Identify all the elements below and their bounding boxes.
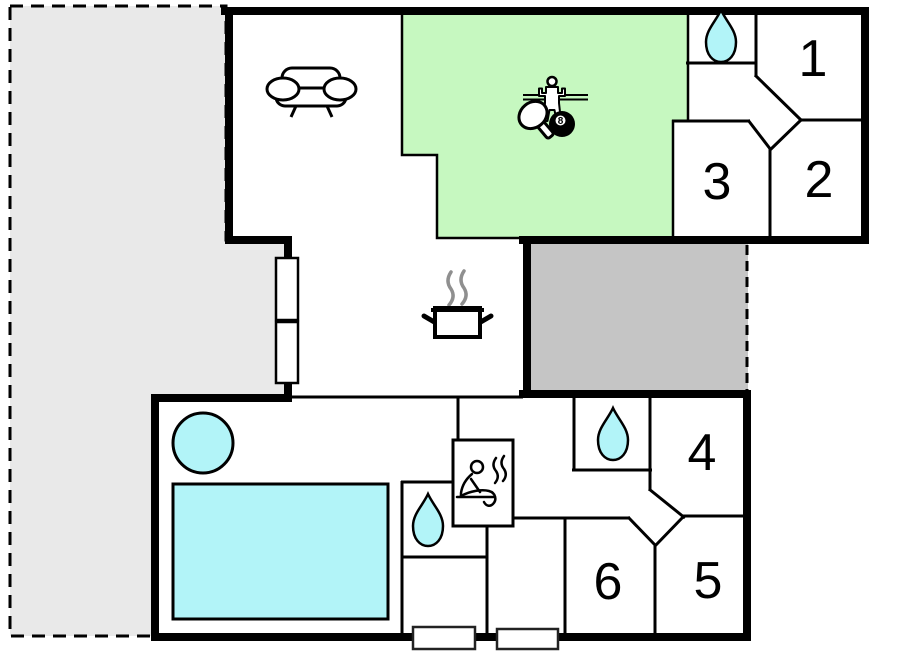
window: [274, 256, 300, 322]
room-6-label: 6: [594, 553, 623, 611]
annex-area: [523, 240, 748, 392]
room-2-label: 2: [805, 151, 834, 209]
interior-walls-lower: [292, 394, 747, 639]
table-tennis-paddle-icon: [517, 99, 555, 140]
cooking-pot-icon: [421, 269, 494, 339]
billiard-8-ball-icon: 8: [549, 111, 575, 137]
room-5-label: 5: [694, 552, 723, 610]
window: [274, 320, 300, 385]
hot-tub: [171, 411, 235, 475]
sofa-icon: [265, 66, 358, 118]
billiard-ball-number: 8: [558, 116, 564, 127]
entrance-step: [495, 627, 560, 651]
sauna-cabin: [451, 438, 515, 528]
room-4-label: 4: [688, 424, 717, 482]
room-1-label: 1: [799, 30, 828, 88]
room-3-label: 3: [703, 153, 732, 211]
sauna-icon: [455, 454, 507, 507]
swimming-pool: [171, 482, 390, 621]
entrance-step: [411, 625, 477, 651]
